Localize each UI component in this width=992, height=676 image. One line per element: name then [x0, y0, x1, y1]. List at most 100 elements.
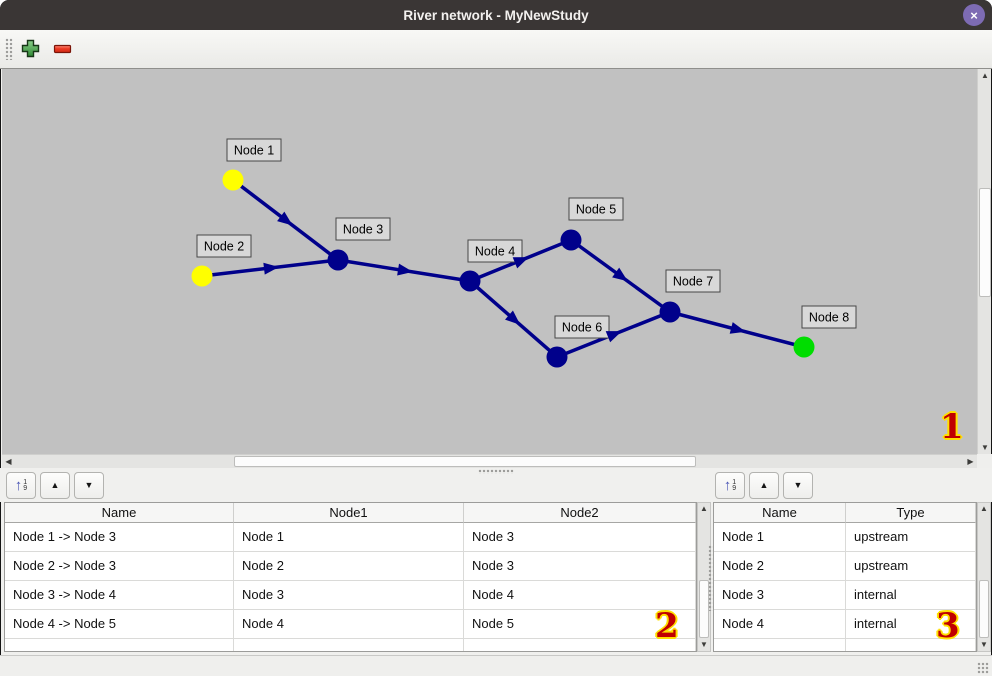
table-cell: internal [846, 610, 976, 639]
column-header-name[interactable]: Name [5, 503, 234, 523]
column-header-node1[interactable]: Node1 [234, 503, 464, 523]
edges-move-up-button[interactable]: ▲ [40, 472, 70, 499]
table-cell: Node 4 [464, 581, 696, 610]
svg-text:Node 3: Node 3 [343, 223, 383, 237]
table-cell: Node 1 [234, 523, 464, 552]
table-cell: Node 5 [464, 610, 696, 639]
node-circle[interactable] [327, 249, 349, 271]
edge-arrow-icon [505, 310, 521, 325]
node-circle[interactable] [659, 301, 681, 323]
table-cell: Node 1 -> Node 3 [5, 523, 234, 552]
nodes-table-scrollbar[interactable]: ▲ ▼ [977, 502, 991, 652]
nodes-move-up-button[interactable]: ▲ [749, 472, 779, 499]
node-label: Node 2 [196, 234, 252, 258]
column-header-node2[interactable]: Node2 [464, 503, 696, 523]
table-cell: Node 4 [714, 610, 846, 639]
scroll-up-icon[interactable]: ▲ [980, 504, 988, 513]
table-cell: Node 2 [234, 552, 464, 581]
edge-arrow-icon [605, 331, 622, 343]
table-cell [5, 639, 234, 651]
annotation-2: 2 [655, 606, 679, 646]
window-title: River network - MyNewStudy [403, 7, 589, 23]
node-circle[interactable] [546, 346, 568, 368]
nodes-move-down-button[interactable]: ▼ [783, 472, 813, 499]
add-node-button[interactable] [20, 39, 40, 59]
scroll-down-icon[interactable]: ▼ [981, 442, 989, 452]
remove-node-button[interactable] [52, 39, 72, 59]
node-label: Node 3 [335, 217, 391, 241]
table-cell: Node 1 [714, 523, 846, 552]
svg-text:Node 7: Node 7 [673, 275, 713, 289]
down-arrow-icon: ▼ [84, 480, 94, 490]
node-circle[interactable] [459, 270, 481, 292]
node-label: Node 5 [568, 197, 624, 221]
table-cell [464, 639, 696, 651]
table-cell: internal [846, 581, 976, 610]
node-label: Node 7 [665, 269, 721, 293]
toolbar-drag-handle[interactable] [5, 38, 13, 60]
svg-text:Node 6: Node 6 [562, 321, 602, 335]
node-circle[interactable] [191, 265, 213, 287]
node-label: Node 6 [554, 315, 610, 339]
svg-text:Node 2: Node 2 [204, 240, 244, 254]
scroll-right-icon[interactable]: ▶ [967, 457, 974, 466]
table-cell: Node 4 -> Node 5 [5, 610, 234, 639]
status-bar [0, 655, 992, 676]
canvas-vertical-scrollbar[interactable]: ▲ ▼ [977, 69, 991, 454]
column-header-type[interactable]: Type [846, 503, 976, 523]
scroll-up-icon[interactable]: ▲ [981, 70, 989, 80]
table-cell [846, 639, 976, 651]
scroll-up-icon[interactable]: ▲ [700, 504, 708, 513]
canvas-horizontal-scrollbar[interactable]: ◀ ▶ [2, 454, 977, 468]
node-circle[interactable] [793, 336, 815, 358]
vertical-splitter-handle[interactable] [708, 545, 713, 611]
node-circle[interactable] [222, 169, 244, 191]
minus-icon [53, 44, 72, 61]
close-button[interactable]: × [963, 4, 985, 26]
scrollbar-thumb[interactable] [234, 456, 696, 467]
edge-arrow-icon [729, 322, 746, 334]
scroll-left-icon[interactable]: ◀ [5, 457, 12, 466]
edges-table-scrollbar[interactable]: ▲ ▼ [697, 502, 711, 652]
down-arrow-icon: ▼ [793, 480, 803, 490]
resize-grip[interactable] [977, 662, 989, 674]
annotation-3: 3 [936, 606, 960, 646]
titlebar[interactable]: River network - MyNewStudy × [0, 0, 992, 30]
table-empty-row [714, 639, 976, 651]
scrollbar-corner [977, 454, 992, 468]
main-toolbar [0, 30, 992, 69]
table-cell: Node 2 -> Node 3 [5, 552, 234, 581]
edge-arrow-icon [277, 211, 293, 226]
scrollbar-thumb[interactable] [979, 580, 989, 638]
table-cell: Node 4 [234, 610, 464, 639]
edges-move-down-button[interactable]: ▼ [74, 472, 104, 499]
horizontal-splitter-handle[interactable] [478, 469, 514, 474]
node-circle[interactable] [560, 229, 582, 251]
table-cell: Node 2 [714, 552, 846, 581]
edge-arrow-icon [397, 263, 413, 276]
scrollbar-thumb[interactable] [979, 188, 991, 297]
svg-text:Node 4: Node 4 [475, 245, 515, 259]
scroll-down-icon[interactable]: ▼ [980, 640, 988, 649]
close-icon: × [970, 7, 978, 23]
column-header-name[interactable]: Name [714, 503, 846, 523]
scroll-down-icon[interactable]: ▼ [700, 640, 708, 649]
table-cell: Node 3 -> Node 4 [5, 581, 234, 610]
node-label: Node 4 [467, 239, 523, 263]
